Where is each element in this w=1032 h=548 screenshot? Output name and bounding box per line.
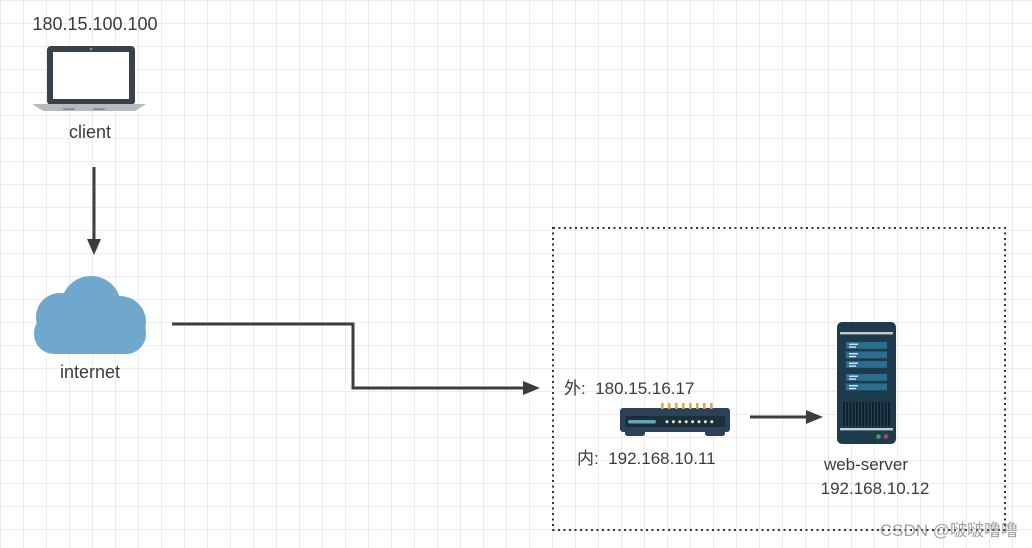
client-label: client bbox=[68, 122, 112, 142]
arrow-router-to-server bbox=[750, 410, 823, 424]
router-internal-ip-label: 内: 192.168.10.11 bbox=[577, 449, 716, 468]
router-external-ip-label: 外: 180.15.16.17 bbox=[564, 379, 695, 398]
internet-label: internet bbox=[59, 362, 121, 382]
server-name-label: web-server bbox=[823, 455, 909, 474]
watermark: CSDN @啵啵噜噜 bbox=[879, 521, 1018, 540]
internet-cloud-icon bbox=[34, 276, 146, 354]
router-icon bbox=[620, 403, 730, 436]
laptop-icon bbox=[32, 46, 146, 111]
server-icon bbox=[837, 322, 896, 444]
arrow-internet-to-nat bbox=[172, 322, 540, 395]
client-ip-label: 180.15.100.100 bbox=[32, 14, 158, 34]
arrow-client-to-internet bbox=[87, 167, 101, 255]
server-ip-label: 192.168.10.12 bbox=[820, 479, 930, 498]
